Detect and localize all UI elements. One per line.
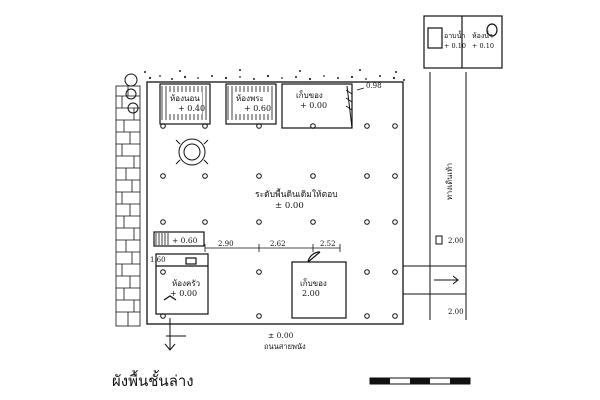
room-label-storage-top: เก็บของ xyxy=(296,90,323,100)
main-hall-level: ± 0.00 xyxy=(275,201,304,211)
entry-arrow xyxy=(164,318,186,351)
stone-wall xyxy=(115,85,141,327)
room-level-shrine: + 0.60 xyxy=(244,104,271,113)
room-kitchen xyxy=(155,253,209,315)
road-label: ถนนสายพนัง xyxy=(264,342,306,351)
annex-label-2: ห้องน้ำ xyxy=(472,29,493,40)
annex-level-2: + 0.10 xyxy=(472,42,494,50)
corner-dim: 0.98 xyxy=(366,82,382,90)
dimension-line xyxy=(204,244,341,252)
room-storage-top xyxy=(281,83,353,129)
main-hall-label: ระดับพื้นดินเดิมให้ตอบ xyxy=(255,188,338,200)
dim-2: 2.62 xyxy=(270,240,286,248)
plant-circles xyxy=(124,73,139,114)
room-level-storage-top: + 0.00 xyxy=(300,101,327,110)
room-label-storage-lower: เก็บของ xyxy=(300,278,327,288)
room-bedroom xyxy=(159,83,211,125)
road-level: ± 0.00 xyxy=(268,331,294,340)
room-level-bedroom: + 0.40 xyxy=(178,104,205,113)
side-walkway xyxy=(403,72,467,320)
column-grid xyxy=(160,123,398,319)
dim-1: 2.90 xyxy=(218,240,234,248)
annex-level-1: + 0.10 xyxy=(444,42,466,50)
room-shrine xyxy=(225,83,277,125)
side-path-label: ทางเดินเท้า xyxy=(445,163,454,200)
stair-strip xyxy=(153,231,205,247)
dim-3: 2.52 xyxy=(320,240,336,248)
room-label-bedroom: ห้องนอน xyxy=(170,94,200,103)
ground-hatch xyxy=(144,69,405,81)
side-level-2: 2.00 xyxy=(448,308,464,316)
room-level-kitchen: + 0.00 xyxy=(170,289,197,298)
left-dim: 1.60 xyxy=(150,256,166,264)
side-arrow xyxy=(434,275,459,285)
room-level-storage-lower: 2.00 xyxy=(302,289,320,298)
corner-arrow xyxy=(356,87,365,91)
room-label-kitchen: ห้องครัว xyxy=(172,279,200,288)
annex-label-1: อาบน้ำ xyxy=(444,29,465,40)
scale-bar xyxy=(369,377,471,385)
bath-annex xyxy=(423,15,503,69)
room-label-shrine: ห้องพระ xyxy=(236,94,264,103)
stair-level: + 0.60 xyxy=(172,236,198,245)
side-level-1: 2.00 xyxy=(448,237,464,245)
round-table xyxy=(175,138,209,166)
main-outline xyxy=(146,81,404,325)
drawing-title: ผังพื้นชั้นล่าง xyxy=(112,372,194,390)
room-storage-lower xyxy=(291,251,347,319)
